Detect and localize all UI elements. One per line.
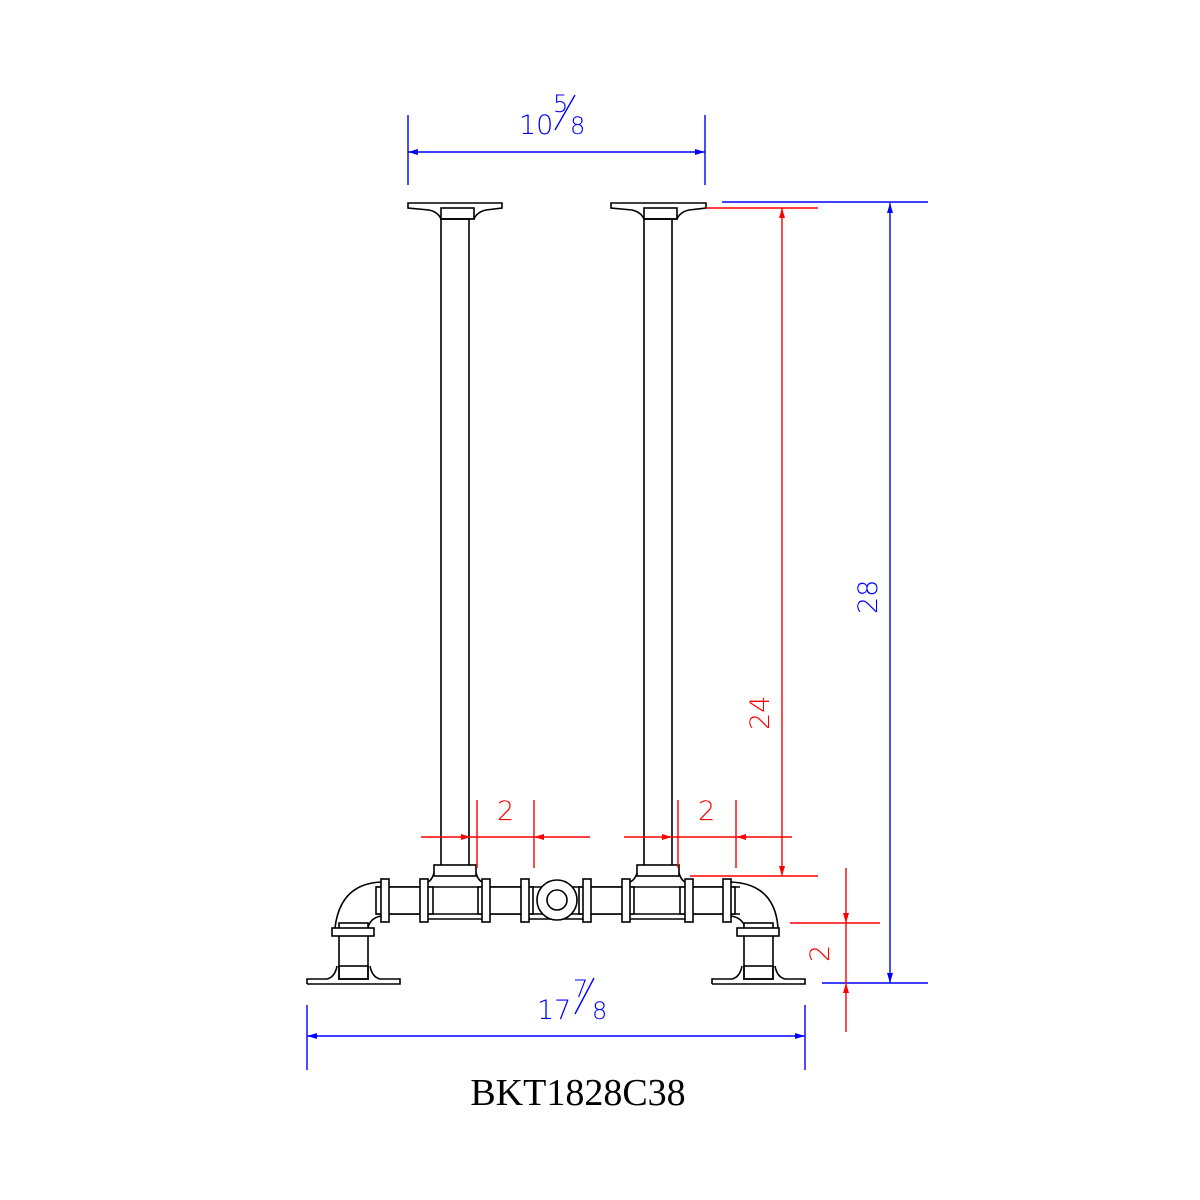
dim-right-offset: 2 — [624, 796, 792, 868]
dim-overall-height-value: 28 — [853, 580, 884, 614]
dim-top-width-den: 8 — [570, 112, 585, 140]
dim-base-width-den: 8 — [592, 997, 607, 1025]
dim-left-offset: 2 — [421, 796, 590, 868]
dim-base-height-value: 2 — [805, 945, 836, 962]
dim-top-width-whole: 10 — [519, 110, 553, 141]
dim-top-width: 10 5 8 — [407, 90, 706, 185]
center-cross-fitting — [536, 879, 578, 921]
dim-base-width-whole: 17 — [537, 995, 571, 1026]
dim-base-height: 2 — [790, 868, 880, 1032]
elbow-right — [730, 881, 779, 929]
leg-pipe-left — [440, 218, 470, 876]
dim-overall-height: 28 — [722, 201, 928, 984]
dim-base-width: 17 7 8 — [306, 975, 806, 1070]
dim-leg-height-value: 24 — [745, 696, 776, 730]
foot-left — [306, 922, 401, 985]
dim-top-width-num: 5 — [553, 90, 568, 118]
horizontal-run — [375, 864, 740, 923]
dim-leg-height: 24 — [690, 207, 818, 877]
elbow-left — [334, 881, 382, 929]
top-flange-left — [407, 202, 503, 220]
pipe-assembly — [306, 202, 806, 985]
model-label: BKT1828C38 — [470, 1072, 685, 1114]
leg-pipe-right — [643, 218, 673, 876]
foot-right — [711, 922, 806, 985]
dim-right-offset-value: 2 — [698, 796, 715, 827]
dim-base-width-num: 7 — [573, 975, 588, 1003]
dim-left-offset-value: 2 — [497, 796, 514, 827]
top-flange-right — [610, 202, 707, 220]
